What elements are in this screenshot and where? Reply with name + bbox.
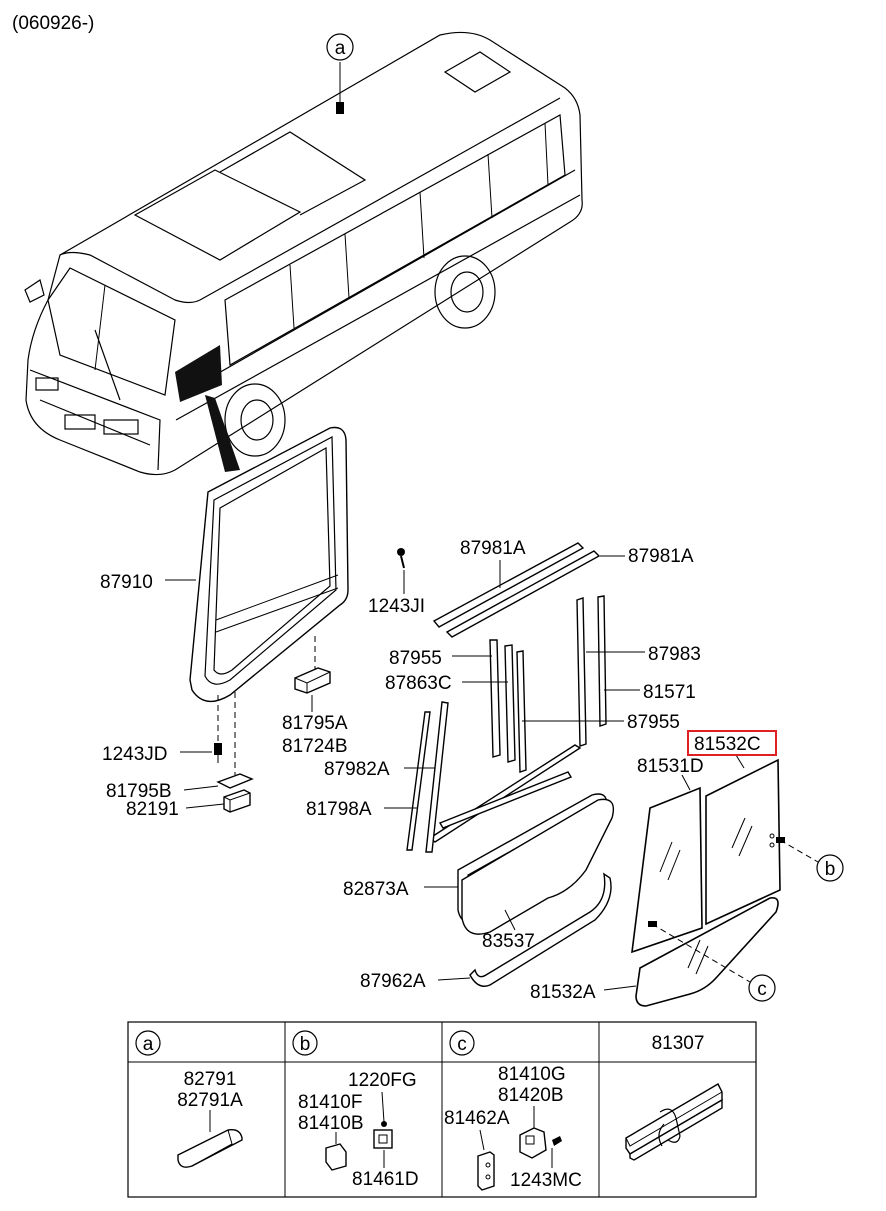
glass-81532C	[705, 754, 781, 926]
cell-b-81410B: 81410B	[298, 1113, 364, 1134]
cell-b-81410F: 81410F	[298, 1092, 362, 1113]
screw-1243JI	[397, 548, 405, 594]
cell-c-81462A: 81462A	[444, 1108, 510, 1129]
seal-87962A	[437, 872, 612, 987]
cell-a-82791: 82791	[184, 1069, 237, 1090]
bus-illustration: a	[24, 31, 583, 476]
label-87910: 87910	[100, 572, 153, 593]
label-87983: 87983	[648, 644, 701, 665]
label-87982A: 87982A	[324, 759, 390, 780]
callout-c: c	[757, 979, 767, 1000]
label-83537: 83537	[482, 931, 535, 952]
glass-81531D	[631, 774, 703, 954]
label-82873A: 82873A	[343, 879, 409, 900]
label-87863C: 87863C	[385, 673, 452, 694]
table-header-a: a	[143, 1034, 154, 1055]
cell-c-1243MC: 1243MC	[510, 1170, 582, 1191]
parts-table: a b c 81307 82791 82791A 1220FG 81410F 8…	[127, 1021, 757, 1198]
channels-87983-81571	[576, 595, 645, 747]
cell-c-81420B: 81420B	[498, 1085, 564, 1106]
callout-b-group: b	[776, 837, 844, 882]
sash-frame	[428, 720, 624, 843]
cell-a-82791A: 82791A	[177, 1090, 243, 1111]
strips-87981A	[432, 542, 625, 638]
callout-c-group: c	[648, 921, 776, 1002]
callout-a: a	[335, 38, 346, 59]
cell-c-81410G: 81410G	[498, 1064, 566, 1085]
date-code: (060926-)	[12, 13, 94, 34]
label-81795B: 81795B	[106, 781, 172, 802]
label-81531D: 81531D	[637, 756, 704, 777]
label-81532A: 81532A	[530, 982, 596, 1003]
door-frame-87910	[165, 426, 349, 703]
part-81795B-82191	[183, 773, 254, 813]
cell-b-1220FG: 1220FG	[348, 1070, 417, 1091]
callout-a-circle	[326, 33, 354, 61]
table-header-b: b	[300, 1034, 311, 1055]
highlight-box-81532C	[687, 730, 777, 756]
channels-87955-87863C	[452, 639, 527, 773]
label-87955-2: 87955	[627, 712, 680, 733]
label-1243JD: 1243JD	[102, 744, 168, 765]
table-header-c: c	[457, 1034, 467, 1055]
cell-b-81461D: 81461D	[352, 1169, 419, 1190]
frames-82873A-83537	[424, 793, 615, 935]
label-81532C: 81532C	[694, 734, 761, 755]
table-header-81307: 81307	[652, 1033, 705, 1054]
label-81795A: 81795A	[282, 713, 348, 734]
glass-81532A	[603, 896, 779, 1007]
label-81724B: 81724B	[282, 736, 348, 757]
screw-1243JD	[180, 743, 222, 763]
channels-87982A-81798A	[384, 701, 449, 853]
label-87955-1: 87955	[389, 648, 442, 669]
label-87981A-2: 87981A	[628, 546, 694, 567]
label-81798A: 81798A	[306, 799, 372, 820]
label-81571: 81571	[643, 682, 696, 703]
label-87962A: 87962A	[360, 971, 426, 992]
part-81795A	[294, 636, 331, 712]
label-82191: 82191	[126, 799, 179, 820]
label-1243JI: 1243JI	[368, 596, 425, 617]
callout-b: b	[825, 859, 836, 880]
label-87981A-1: 87981A	[460, 538, 526, 559]
